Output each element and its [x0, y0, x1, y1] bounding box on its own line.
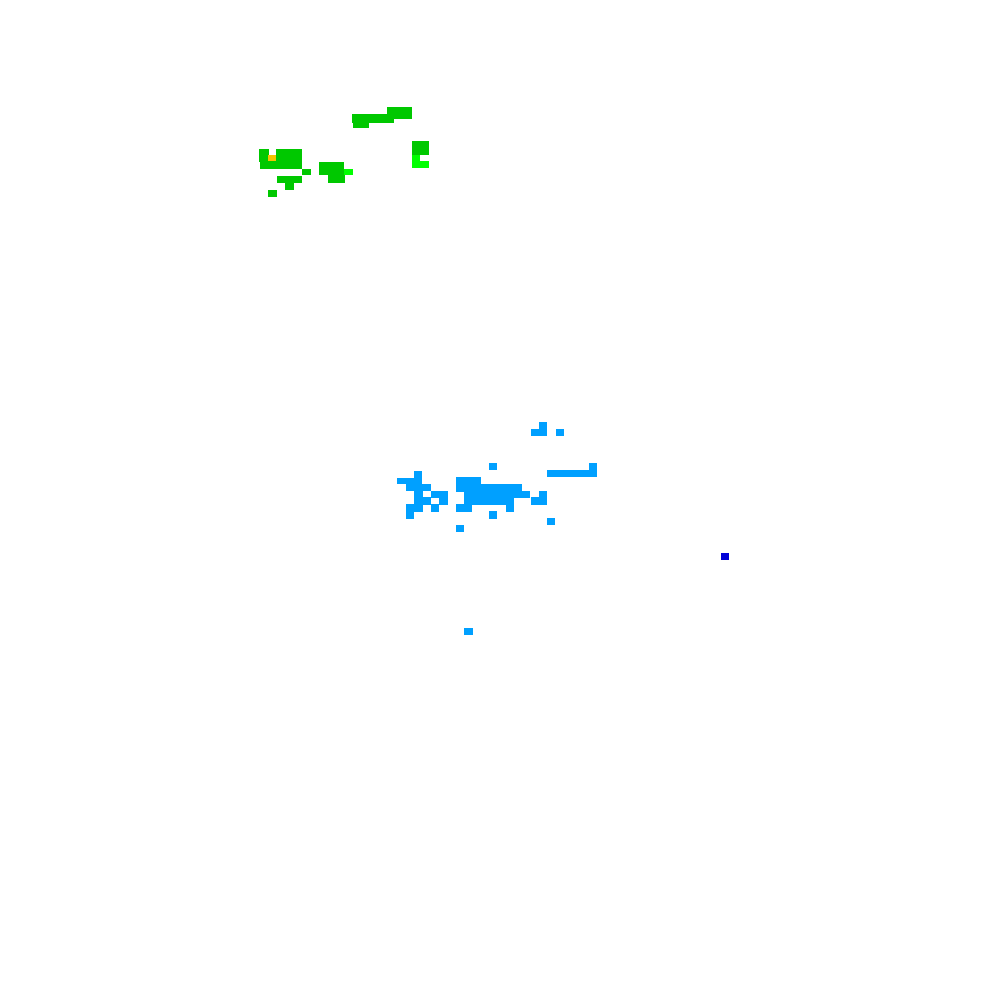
dark-blue-echo: [721, 553, 729, 560]
echo-cell: [464, 628, 473, 635]
echo-cell: [531, 429, 547, 436]
echo-cell: [406, 484, 431, 491]
echo-cell: [344, 169, 353, 175]
echo-cell: [353, 121, 369, 128]
echo-cell: [431, 504, 439, 512]
echo-cell: [414, 497, 431, 505]
echo-cell: [412, 161, 429, 168]
echo-cell: [414, 491, 423, 498]
echo-cell: [259, 149, 269, 162]
echo-cell: [489, 463, 497, 470]
echo-cell: [556, 429, 564, 436]
echo-cell: [285, 183, 294, 190]
echo-cell: [406, 511, 414, 519]
green-precip-cluster: [259, 107, 429, 197]
echo-cell: [397, 478, 422, 484]
echo-cell: [276, 149, 302, 161]
echo-cell: [547, 470, 597, 477]
echo-cell: [260, 161, 302, 169]
echo-cell: [506, 504, 514, 512]
echo-cell: [412, 141, 429, 155]
echo-cell: [268, 190, 277, 197]
echo-cell: [464, 497, 514, 505]
echo-cell: [439, 497, 448, 505]
echo-cell: [268, 155, 276, 161]
echo-cell: [431, 491, 448, 498]
echo-cell: [414, 471, 422, 478]
echo-cell: [302, 169, 311, 175]
echo-cell: [412, 155, 420, 163]
echo-cell: [456, 477, 481, 485]
echo-cell: [406, 504, 423, 512]
echo-cell: [277, 176, 302, 183]
echo-cell: [352, 114, 394, 123]
echo-cell: [539, 422, 547, 430]
blue-precip-cluster: [397, 422, 597, 635]
echo-cell: [319, 162, 344, 175]
echo-cell: [456, 484, 522, 492]
echo-cell: [328, 175, 345, 183]
echo-cell: [456, 504, 472, 512]
echo-cell: [489, 511, 497, 519]
echo-cell: [547, 518, 555, 525]
echo-cell: [464, 491, 530, 498]
echo-cell: [531, 497, 547, 505]
echo-cell: [721, 553, 729, 560]
echo-cell: [456, 525, 464, 532]
